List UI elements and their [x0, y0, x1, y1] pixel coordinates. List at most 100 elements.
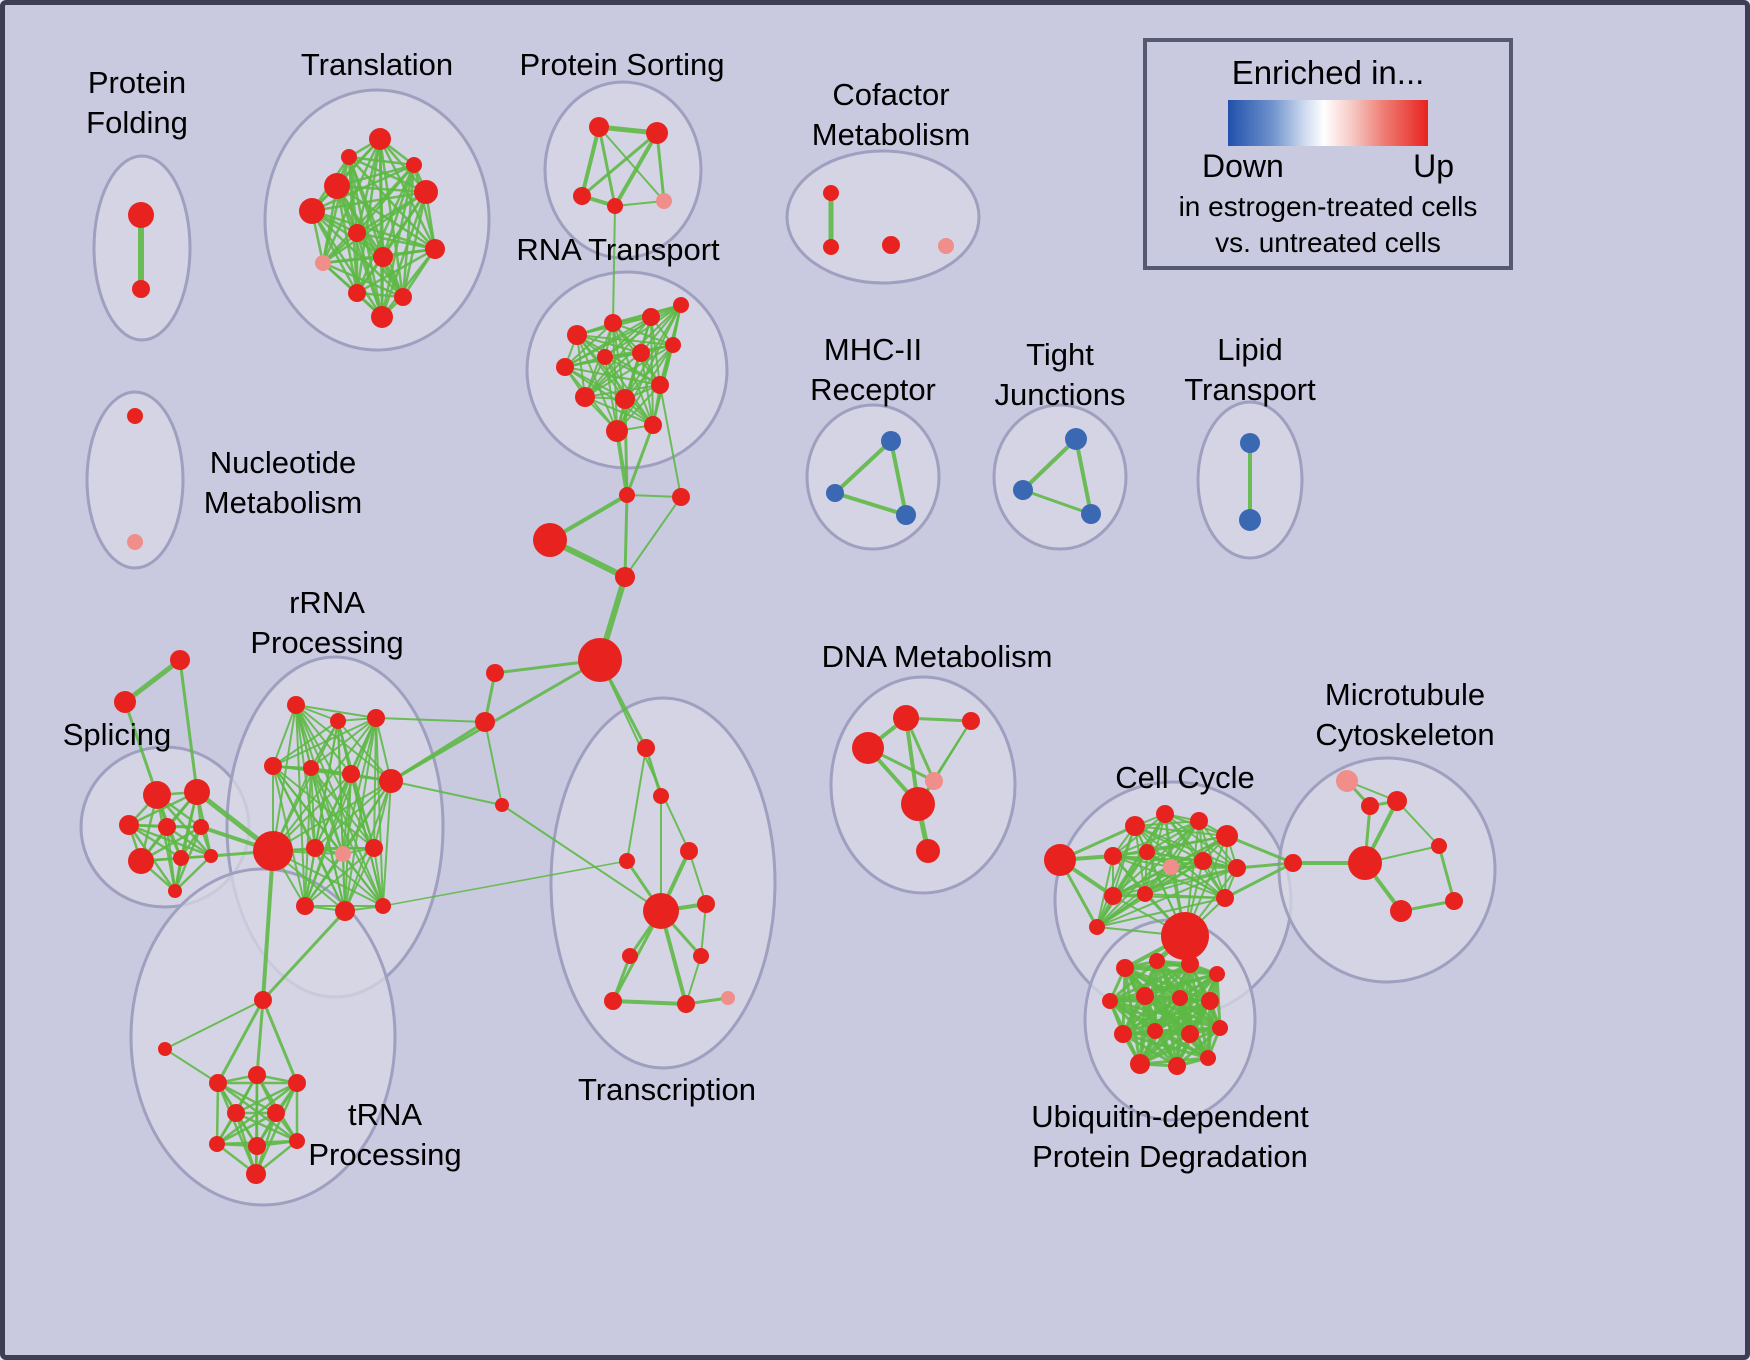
node-rr10: [365, 839, 383, 857]
edge-rr8-rr12: [314, 847, 346, 912]
edge-rr4-rr11: [304, 767, 312, 907]
edge-tl7-tl11: [412, 163, 437, 251]
protein-sorting-label: Protein Sorting: [519, 47, 724, 82]
edge-rt1-rt9: [612, 322, 626, 400]
edge-tr6-tr7: [215, 1111, 278, 1146]
edge-mh0-mh2: [889, 439, 908, 517]
edge-cc6-cc14: [1096, 851, 1148, 928]
edge-ub11-ub12: [1138, 1026, 1222, 1066]
node-cn8: [170, 650, 190, 670]
translation-label: Translation: [301, 47, 453, 82]
node-ps4: [656, 193, 672, 209]
node-ps3: [607, 198, 623, 214]
node-rt4: [556, 358, 574, 376]
node-tc7: [693, 948, 709, 964]
edge-tc0-tc3: [626, 747, 647, 862]
node-rr11: [296, 897, 314, 915]
edge-rt5-rt11: [604, 356, 618, 432]
node-rt2: [642, 308, 660, 326]
edge-cn6-rr2: [375, 717, 486, 723]
node-rt9: [615, 389, 635, 409]
legend-box: Enriched in... Down Up in estrogen-treat…: [1143, 38, 1513, 270]
node-sp3: [158, 818, 176, 836]
node-tr4: [288, 1074, 306, 1092]
node-mc2: [1387, 791, 1407, 811]
node-cc2: [1156, 805, 1174, 823]
edge-ub6-ub8: [1121, 996, 1182, 1036]
node-rr9: [335, 846, 351, 862]
node-nm1: [127, 534, 143, 550]
node-tj2: [1081, 504, 1101, 524]
node-sp4: [193, 819, 209, 835]
node-ub3: [1209, 966, 1225, 982]
node-ub9: [1147, 1023, 1163, 1039]
node-rr2: [367, 709, 385, 727]
legend-title: Enriched in...: [1231, 54, 1425, 91]
node-ps1: [646, 122, 668, 144]
node-mc3: [1284, 854, 1302, 872]
edge-tr2-tr7: [215, 1081, 220, 1146]
transcription-ellipse: [549, 696, 777, 1070]
node-ub7: [1201, 992, 1219, 1010]
edge-ub7-ub8: [1121, 999, 1212, 1036]
legend-caption-line2: vs. untreated cells: [1215, 227, 1441, 258]
node-lp1: [1239, 509, 1261, 531]
edge-ps1-ps2: [580, 131, 659, 198]
node-cn4: [578, 638, 622, 682]
node-tr10: [246, 1164, 266, 1184]
edge-cc3-cc5: [1112, 820, 1200, 857]
edge-cn8-sp1: [178, 658, 199, 794]
node-sp8: [168, 884, 182, 898]
node-cc9: [1228, 859, 1246, 877]
edge-sp2-sp7: [127, 823, 213, 858]
edge-rt0-rt8: [576, 334, 586, 398]
dna-metabolism-label: DNA Metabolism: [822, 639, 1053, 674]
edge-rt3-rt5: [604, 304, 682, 358]
edge-tj0-tj1: [1021, 437, 1078, 492]
edge-rr9-rr11: [304, 853, 344, 907]
node-pf0: [128, 202, 154, 228]
edge-tl3-tl5: [321, 190, 428, 265]
transcription-label: Transcription: [578, 1072, 756, 1107]
edge-tl2-tl11: [310, 163, 416, 213]
node-ub5: [1136, 987, 1154, 1005]
node-rr8: [306, 839, 324, 857]
node-ub13: [1168, 1057, 1186, 1075]
rna-transport-label: RNA Transport: [516, 232, 720, 267]
edge-cn7-cn6: [484, 721, 503, 806]
edge-tl7-tl8: [355, 247, 437, 295]
edge-rr10-rr13: [373, 847, 384, 907]
edge-tr4-tr5: [234, 1081, 299, 1115]
edge-tr0-tr4: [261, 998, 299, 1085]
edge-rr2-rr4: [310, 717, 377, 769]
node-ub4: [1102, 993, 1118, 1009]
edge-ps1-ps3: [613, 131, 659, 208]
edge-rr10-rr12: [344, 847, 375, 912]
cell-cycle-label: Cell Cycle: [1115, 760, 1255, 795]
node-cc1: [1125, 816, 1145, 836]
node-rt3: [673, 297, 689, 313]
node-mc0: [1336, 770, 1358, 792]
edge-rt9-cn0: [623, 397, 629, 497]
edge-rr8-rr13: [314, 847, 384, 907]
node-tc1: [653, 788, 669, 804]
edge-cc4-mc3: [1225, 834, 1295, 865]
edge-rr10-rr11: [304, 847, 375, 907]
node-nm0: [127, 408, 143, 424]
edge-tl9-tl10: [347, 155, 405, 299]
node-rr12: [335, 901, 355, 921]
edge-ps0-ps2: [580, 125, 601, 198]
trna-processing-ellipse: [129, 867, 397, 1207]
node-cc12: [1161, 912, 1209, 960]
node-cf3: [938, 238, 954, 254]
node-tl5: [315, 255, 331, 271]
edge-ub6-ub11: [1178, 996, 1222, 1030]
node-ub12: [1130, 1054, 1150, 1074]
edge-cc9-cc10: [1112, 867, 1238, 897]
